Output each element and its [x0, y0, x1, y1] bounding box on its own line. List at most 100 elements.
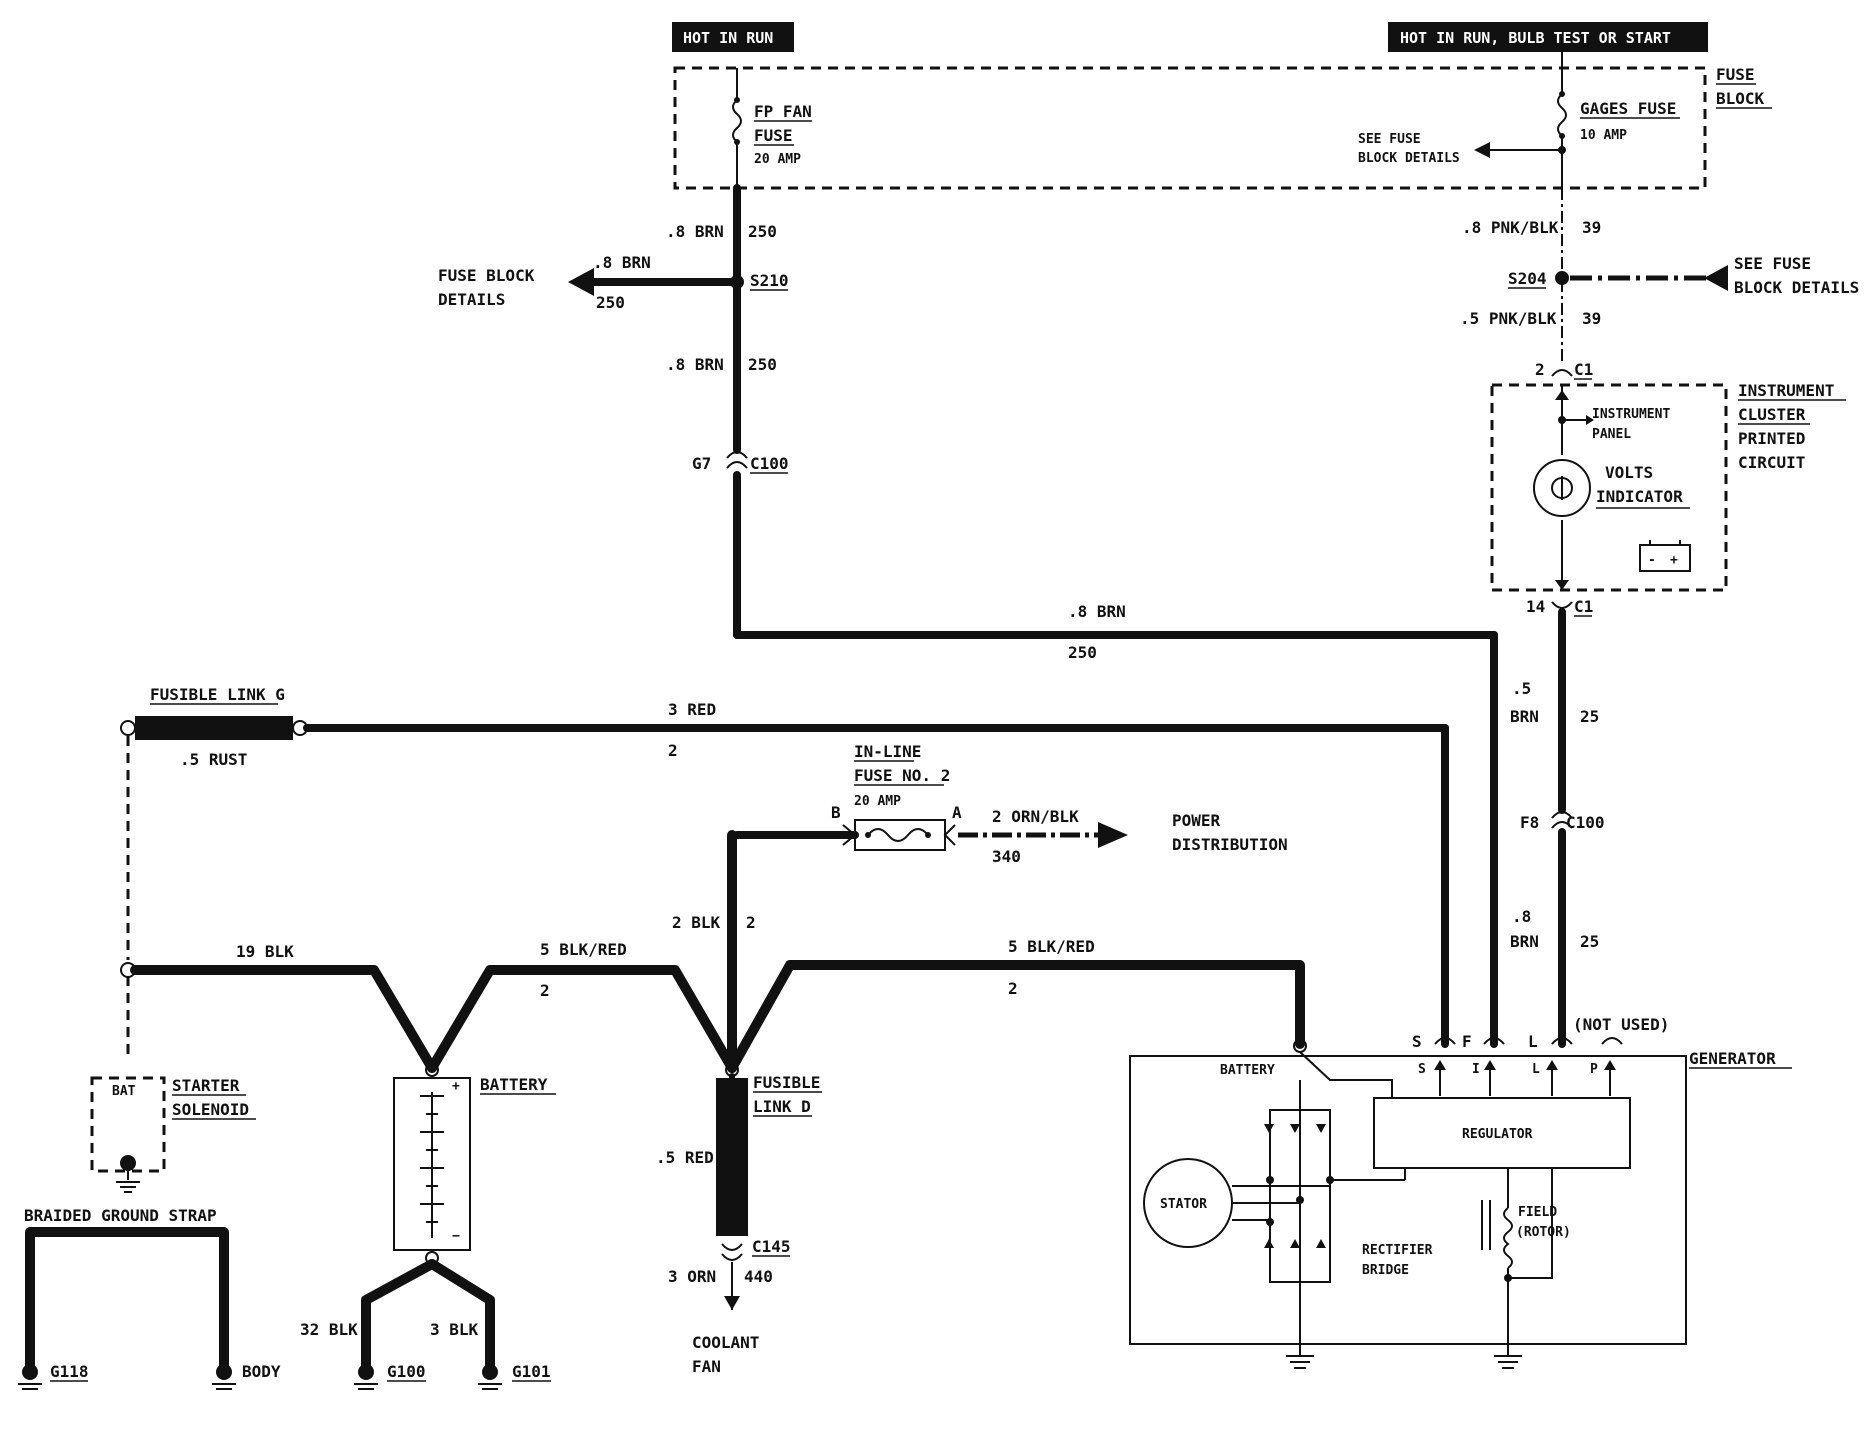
l-w1-num: 25 — [1580, 707, 1599, 726]
fusible-link-d-label-1: FUSIBLE — [753, 1073, 820, 1092]
brn-mid-label: .8 BRN — [666, 355, 724, 374]
see-fuse-right-1: SEE FUSE — [1734, 254, 1811, 273]
c100-label-left: C100 — [750, 454, 789, 473]
pnk-bot-label: .5 PNK/BLK — [1460, 309, 1557, 328]
instrument-cluster-title-2: CLUSTER — [1738, 405, 1806, 424]
header-hot-in-run: HOT IN RUN — [672, 22, 794, 52]
fusible-link-d-wire: .5 RED — [656, 1148, 714, 1167]
c145-label: C145 — [752, 1237, 791, 1256]
l-w2-num: 25 — [1580, 932, 1599, 951]
fusible-link-g — [120, 716, 308, 740]
power-dist-wire: 2 ORN/BLK — [992, 807, 1079, 826]
not-used-label: (NOT USED) — [1573, 1015, 1669, 1034]
field-label-2: (ROTOR) — [1516, 1225, 1571, 1240]
coolant-fan-label-1: COOLANT — [692, 1333, 759, 1352]
gen-pin-in-i: I — [1472, 1062, 1480, 1077]
see-fuse-right-2: BLOCK DETAILS — [1734, 278, 1859, 297]
brn-horiz-num: 250 — [1068, 643, 1097, 662]
pnk-top-label: .8 PNK/BLK — [1462, 218, 1559, 237]
splice-s204 — [1555, 271, 1569, 285]
wire-pnk-blk-39 — [1551, 188, 1728, 377]
fuse-block-title-2: BLOCK — [1716, 89, 1765, 108]
brn-top-num: 250 — [748, 222, 777, 241]
c100-label-right: C100 — [1566, 813, 1605, 832]
starter-solenoid — [90, 1076, 166, 1193]
connector-c100-f8 — [1551, 811, 1573, 829]
wire-5-blkred-right-num: 2 — [1008, 979, 1018, 998]
l-w1-color: BRN — [1510, 707, 1539, 726]
gages-fuse-rating: 10 AMP — [1580, 128, 1627, 143]
c100-pin-g7: G7 — [692, 454, 711, 473]
fp-fan-fuse-label-1: FP FAN — [754, 102, 812, 121]
inline-fuse-rating: 20 AMP — [854, 794, 901, 809]
connector-c100-g7 — [726, 451, 748, 469]
coolant-wire: 3 ORN — [668, 1267, 716, 1286]
splice-s204-label: S204 — [1508, 269, 1547, 288]
fp-fan-fuse-label-2: FUSE — [754, 126, 793, 145]
gen-pin-in-s: S — [1418, 1062, 1426, 1077]
wire-32-blk: 32 BLK — [300, 1320, 358, 1339]
splice-s210 — [730, 275, 744, 289]
gages-fuse-label: GAGES FUSE — [1580, 99, 1676, 118]
pnk-bot-num: 39 — [1582, 309, 1601, 328]
wire-5-blkred-left-num: 2 — [540, 981, 550, 1000]
inline-fuse-no2 — [733, 819, 1128, 851]
c1-bot-label: C1 — [1574, 597, 1593, 616]
braided-ground-strap — [18, 1227, 236, 1390]
fusible-link-d-label-2: LINK D — [753, 1097, 811, 1116]
wire-2-blk: 2 BLK — [672, 913, 721, 932]
connector-c1-top — [1551, 369, 1573, 377]
stator-label: STATOR — [1160, 1197, 1207, 1212]
battery-label: BATTERY — [480, 1075, 548, 1094]
g118-label: G118 — [50, 1362, 89, 1381]
gen-pin-out-s: S — [1412, 1032, 1422, 1051]
instrument-cluster-title-1: INSTRUMENT — [1738, 381, 1834, 400]
header-hot-in-run-bulb-test-text: HOT IN RUN, BULB TEST OR START — [1400, 29, 1671, 47]
inline-fuse-label-1: IN-LINE — [854, 742, 921, 761]
svg-text:+: + — [1670, 553, 1678, 568]
gen-pin-in-l: L — [1532, 1062, 1540, 1077]
coolant-wire-num: 440 — [744, 1267, 773, 1286]
instrument-cluster-title-4: CIRCUIT — [1738, 453, 1805, 472]
pnk-top-num: 39 — [1582, 218, 1601, 237]
instrument-panel-2: PANEL — [1592, 427, 1631, 442]
fuse-block-title-1: FUSE — [1716, 65, 1755, 84]
battery — [361, 1077, 495, 1371]
c1-top-label: C1 — [1574, 360, 1593, 379]
volts-indicator: -+ — [1533, 385, 1691, 590]
inline-fuse-label-2: FUSE NO. 2 — [854, 766, 950, 785]
l-w1-size: .5 — [1512, 679, 1531, 698]
see-fuse-small-1: SEE FUSE — [1358, 132, 1421, 147]
brn-mid-num: 250 — [748, 355, 777, 374]
l-w2-size: .8 — [1512, 907, 1531, 926]
fuse-block-outline — [673, 66, 1707, 190]
lower-harness — [120, 830, 1307, 1077]
power-dist-label-2: DISTRIBUTION — [1172, 835, 1288, 854]
battery-grounds — [354, 1364, 502, 1390]
fusible-link-g-wire: .5 RUST — [180, 750, 247, 769]
header-hot-in-run-bulb-test: HOT IN RUN, BULB TEST OR START — [1388, 22, 1708, 52]
splice-s210-label: S210 — [750, 271, 789, 290]
red-wire-label: 3 RED — [668, 700, 716, 719]
starter-solenoid-label-1: STARTER — [172, 1076, 240, 1095]
power-dist-label-1: POWER — [1172, 811, 1221, 830]
instrument-cluster-title-3: PRINTED — [1738, 429, 1805, 448]
fusible-link-d — [716, 1073, 748, 1310]
gen-pin-out-f: F — [1462, 1032, 1472, 1051]
fuse-block-details-1: FUSE BLOCK — [438, 266, 535, 285]
red-wire-num: 2 — [668, 741, 678, 760]
l-w2-color: BRN — [1510, 932, 1539, 951]
coolant-fan-label-2: FAN — [692, 1357, 721, 1376]
brn-horiz-label: .8 BRN — [1068, 602, 1126, 621]
svg-text:-: - — [1648, 553, 1656, 568]
volts-indicator-label-1: VOLTS — [1605, 463, 1653, 482]
wire-5-blkred-left: 5 BLK/RED — [540, 940, 627, 959]
c100-pin-f8: F8 — [1520, 813, 1539, 832]
battery-minus: − — [452, 1229, 460, 1244]
body-label: BODY — [242, 1362, 281, 1381]
brn-top-label: .8 BRN — [666, 222, 724, 241]
starter-bat-label: BAT — [112, 1084, 136, 1099]
rectifier-label-2: BRIDGE — [1362, 1263, 1409, 1278]
fusible-link-g-label: FUSIBLE LINK G — [150, 685, 285, 704]
